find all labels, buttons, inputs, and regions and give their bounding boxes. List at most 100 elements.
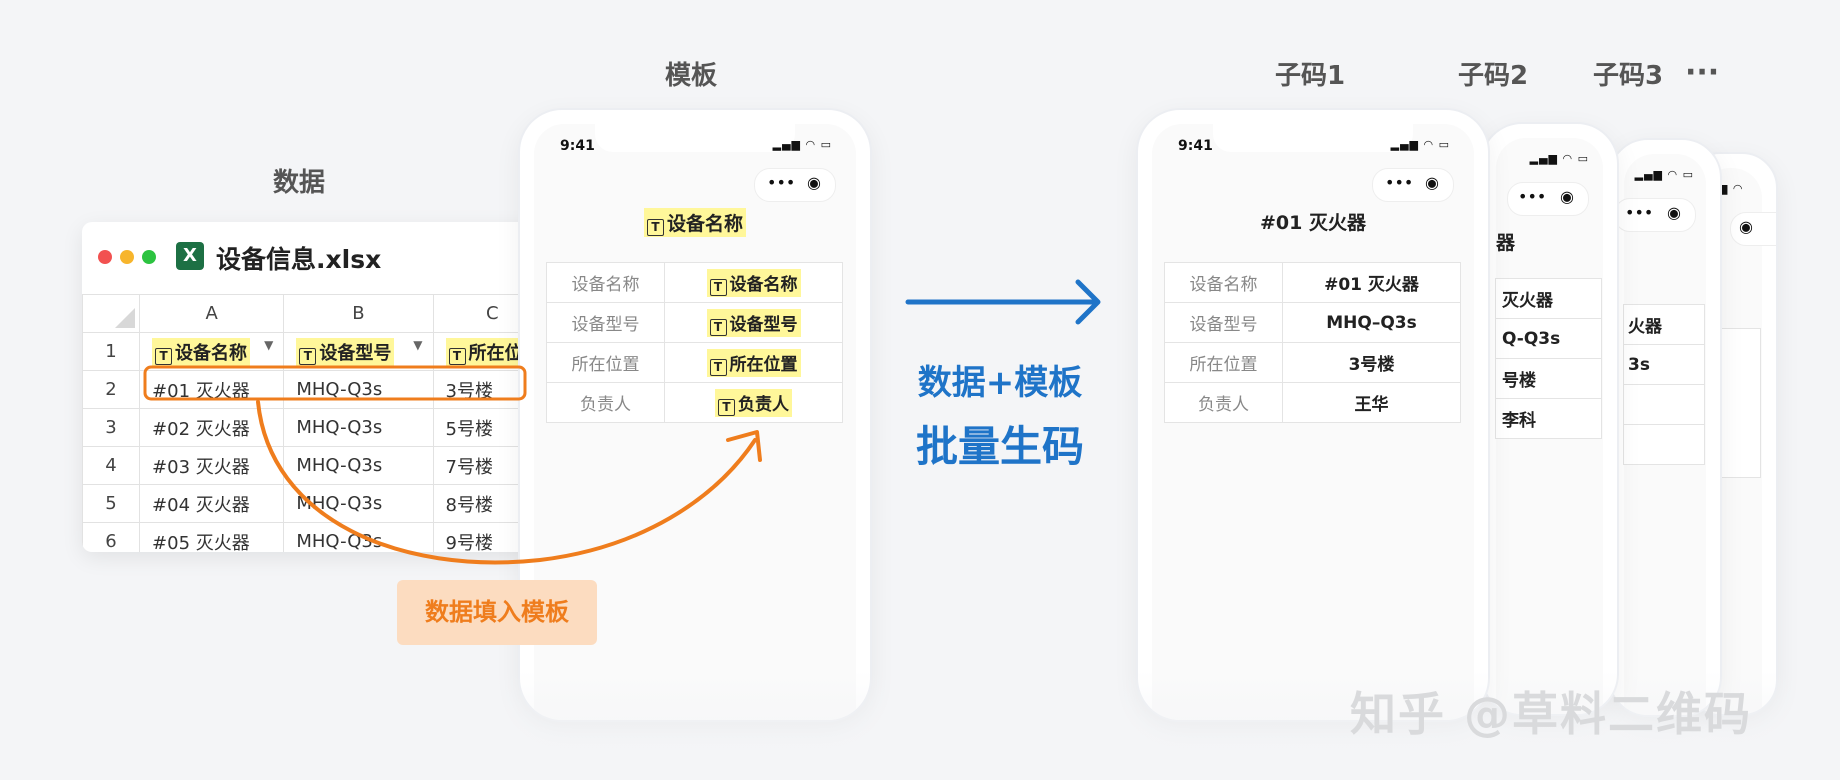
fill-label: 数据填入模板 [397, 580, 597, 645]
minimize-dot[interactable] [120, 250, 134, 264]
row-number[interactable]: 5 [82, 484, 141, 523]
info-card: 火器 3s [1623, 304, 1705, 465]
status-time: 9:41 [1178, 138, 1213, 154]
status-icons: ▂▄▆ ◠ ▭ [1529, 152, 1589, 165]
column-header-b[interactable]: B [283, 294, 434, 333]
result-phone: 9:41 ▂▄▆ ◠ ▭ ••• ◉ #01 灭火器 设备名称#01 灭火器 设备… [1136, 108, 1490, 722]
field-value: 号楼 [1495, 358, 1602, 399]
status-icons: ▂▄▆ ◠ ▭ [772, 138, 832, 151]
chevron-down-icon[interactable]: ▼ [413, 337, 423, 352]
row-highlight [143, 365, 527, 401]
middle-line1: 数据+模板 [917, 363, 1083, 403]
text-field-icon: T [709, 358, 727, 376]
middle-line2: 批量生码 [915, 422, 1084, 471]
excel-titlebar: X 设备信息.xlsx [82, 222, 552, 294]
field-value: 王华 [1282, 382, 1461, 423]
target-icon[interactable]: ◉ [1560, 187, 1574, 206]
phone-title: 器 [1496, 232, 1516, 254]
more-dots-icon[interactable]: ••• [1518, 187, 1547, 206]
label-sub1: 子码1 [1275, 61, 1346, 91]
info-card: 灭火器 Q-Q3s 号楼 李科 [1495, 278, 1602, 439]
text-field-icon: T [448, 347, 466, 365]
target-icon[interactable]: ◉ [1739, 217, 1753, 236]
result-phone-3: ▂▄▆ ◠ ▭ •••◉ 火器 3s [1608, 138, 1722, 717]
capsule-menu[interactable]: ◉ [1730, 212, 1776, 246]
text-field-icon: T [299, 347, 317, 365]
field-value: 李科 [1495, 398, 1602, 439]
text-field-icon: T [709, 278, 727, 296]
column-header-a[interactable]: A [139, 294, 285, 333]
field-key: 设备型号 [1164, 302, 1283, 343]
table-cell[interactable]: MHQ-Q3s [283, 370, 434, 409]
phone-notch [1213, 122, 1413, 152]
table-row: 2 #01 灭火器 MHQ-Q3s 3号楼 [82, 370, 552, 409]
maximize-dot[interactable] [142, 250, 156, 264]
phone-title: #01 灭火器 [1260, 212, 1366, 234]
text-field-icon: T [709, 318, 727, 336]
field-key: 所在位置 [1164, 342, 1283, 383]
text-field-icon: T [646, 219, 664, 236]
table-cell[interactable]: MHQ-Q3s [283, 446, 434, 485]
target-icon[interactable]: ◉ [1667, 203, 1681, 222]
field-key: 负责人 [1164, 382, 1283, 423]
field-value [1623, 424, 1705, 465]
table-cell[interactable]: #05 灭火器 [139, 522, 285, 552]
status-time: 9:41 [560, 138, 595, 154]
capsule-menu[interactable]: ••• ◉ [1372, 168, 1454, 202]
table-cell[interactable]: #01 灭火器 [139, 370, 285, 409]
field-value: 3号楼 [1282, 342, 1461, 383]
label-sub3: 子码3 [1593, 61, 1664, 91]
watermark: 知乎 @草料二维码 [1350, 687, 1753, 741]
row-number[interactable]: 1 [82, 332, 141, 371]
label-sub2: 子码2 [1458, 61, 1529, 91]
more-ellipsis: ··· [1685, 55, 1720, 90]
target-icon[interactable]: ◉ [807, 173, 821, 192]
field-key: 设备名称 [546, 262, 665, 303]
capsule-menu[interactable]: ••• ◉ [754, 168, 836, 202]
capsule-menu[interactable]: ••• ◉ [1507, 182, 1589, 216]
row-number[interactable]: 4 [82, 446, 141, 485]
status-icons: ▂▄▆ ◠ ▭ [1390, 138, 1450, 151]
phone-screen: 9:41 ▂▄▆ ◠ ▭ ••• ◉ #01 灭火器 设备名称#01 灭火器 设备… [1152, 122, 1474, 720]
more-dots-icon[interactable]: ••• [1625, 203, 1654, 222]
text-field-icon: T [155, 347, 173, 365]
chevron-down-icon[interactable]: ▼ [264, 337, 274, 352]
field-value [1623, 384, 1705, 425]
more-dots-icon[interactable]: ••• [1385, 173, 1414, 192]
corner-cell[interactable] [82, 294, 141, 333]
card-row: 负责人王华 [1164, 382, 1461, 423]
capsule-menu[interactable]: ••• ◉ [1614, 198, 1696, 232]
result-phone-2: ▂▄▆ ◠ ▭ ••• ◉ 器 灭火器 Q-Q3s 号楼 李科 [1480, 122, 1619, 716]
table-cell[interactable]: #04 灭火器 [139, 484, 285, 523]
more-dots-icon[interactable]: ••• [767, 173, 796, 192]
excel-icon: X [176, 242, 204, 270]
close-dot[interactable] [98, 250, 112, 264]
row-number[interactable]: 6 [82, 522, 141, 552]
excel-filename: 设备信息.xlsx [216, 245, 382, 274]
straight-arrow-head [1075, 279, 1101, 325]
field-value: Q-Q3s [1495, 318, 1602, 359]
target-icon[interactable]: ◉ [1425, 173, 1439, 192]
